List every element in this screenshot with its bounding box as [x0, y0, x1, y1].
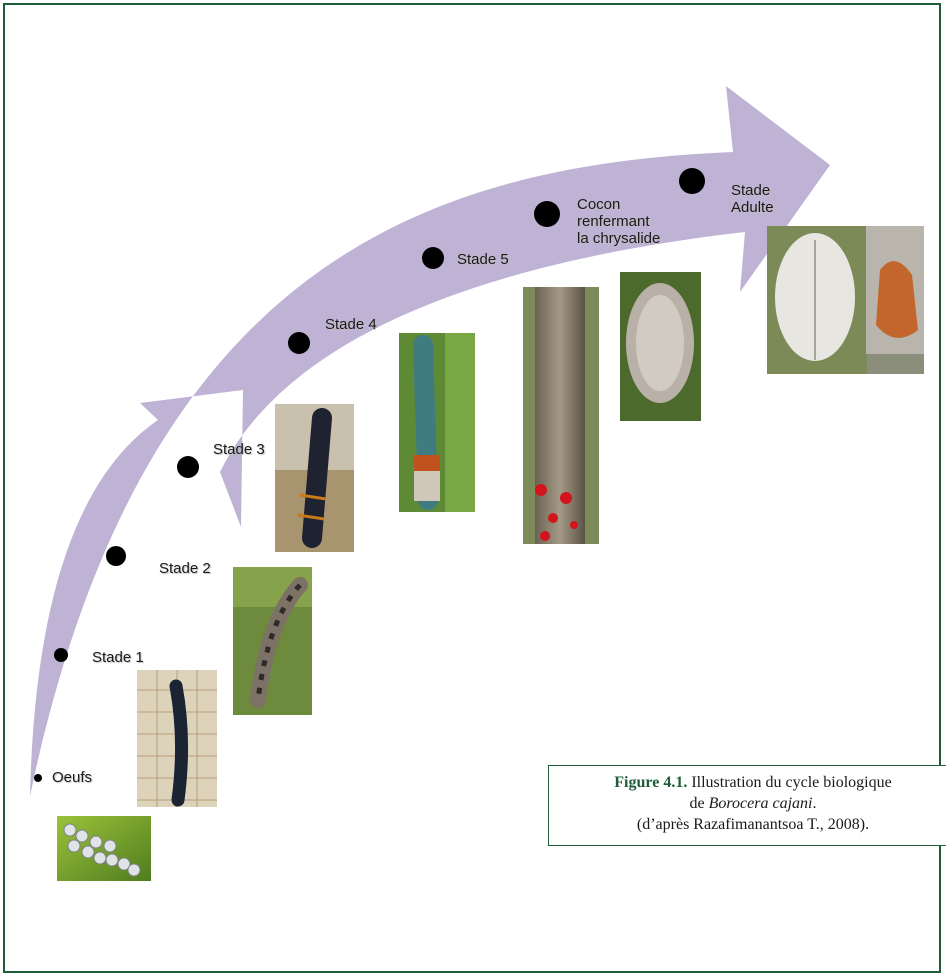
species-name: Borocera cajani	[708, 795, 813, 812]
stage-label-stade1: Stade 1	[92, 649, 144, 666]
stade2-photo	[233, 567, 312, 715]
caption-source: (d’après Razafimanantsoa T., 2008).	[636, 816, 870, 833]
caption-prefix: de	[689, 795, 709, 812]
stage-label-oeufs: Oeufs	[52, 769, 93, 786]
stade4-photo	[399, 333, 475, 512]
stage-dot-stade2	[106, 546, 126, 566]
stage-dot-stade4	[288, 332, 310, 354]
figure-number: Figure 4.1.	[614, 774, 688, 791]
stage-dot-stade3	[177, 456, 199, 478]
caption-suffix: .	[812, 795, 817, 812]
stage-label-stade5: Stade 5	[457, 251, 509, 268]
stage-label-adulte: Stade Adulte	[731, 182, 774, 216]
caption-title: Illustration du cycle biologique	[691, 774, 892, 791]
stage-dot-cocon	[534, 201, 560, 227]
figure-caption: Figure 4.1. Illustration du cycle biolog…	[548, 765, 946, 846]
stage-dot-adulte	[679, 168, 705, 194]
stage-label-stade2: Stade 2	[159, 560, 211, 577]
stade1-photo	[137, 670, 217, 807]
stage-dot-stade1	[54, 648, 68, 662]
stage-label-stade4: Stade 4	[325, 316, 377, 333]
figure-frame	[3, 3, 941, 973]
stage-label-stade3: Stade 3	[213, 441, 265, 458]
stage-dot-oeufs	[34, 774, 42, 782]
caption-line-1: Figure 4.1. Illustration du cycle biolog…	[549, 772, 946, 793]
growth-arrow	[30, 86, 830, 796]
caption-line-2: de Borocera cajani.	[549, 793, 946, 814]
cocoon-photo	[620, 272, 701, 421]
stade3-photo	[275, 404, 354, 552]
stade5-photo	[523, 287, 599, 544]
adult-photo	[767, 226, 924, 374]
stage-label-cocon: Cocon renfermant la chrysalide	[577, 196, 661, 247]
eggs-photo	[57, 816, 151, 881]
stage-dot-stade5	[422, 247, 444, 269]
